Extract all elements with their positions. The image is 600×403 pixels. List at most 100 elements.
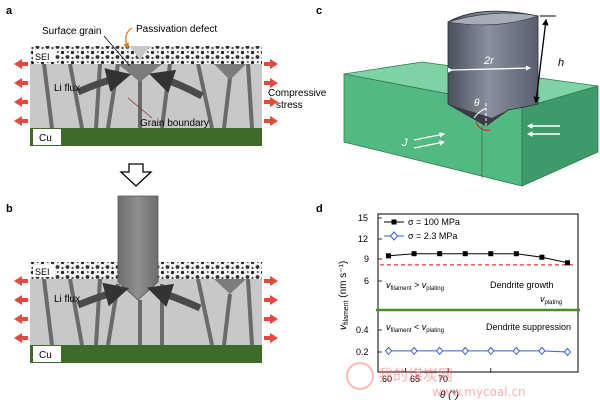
plot-marks [380,251,576,372]
panel-d: d 15 12 9 6 0.4 0.2 60 65 70 [316,203,580,401]
li-flux-arrow-left [76,68,132,96]
ytick-label: 0.4 [356,325,369,335]
cylinder-top [447,12,540,26]
data-point-100mpa [386,253,392,259]
series-line-100mpa [388,253,568,264]
block-side [521,85,599,187]
panel-a-letter: a [6,5,13,17]
ineq-v: v [422,280,427,290]
ytick-label: 12 [358,234,368,244]
panel-a: a Cu SEI Li flux [6,5,327,146]
flux-label: J [401,137,408,149]
cylinder-tip [448,104,508,126]
surface-grain-2 [214,64,246,80]
height-arrow [533,18,549,104]
vplating-sub: plating [545,300,563,306]
watermark-text: 我的煤炭网 [378,366,453,384]
ineq-sub: filament [391,286,412,292]
compressive-label-1: Compressive [268,88,327,99]
ineq-op: > [412,280,422,290]
cu-label: Cu [39,350,52,361]
sei-label-box [33,265,55,277]
cu-label-box [33,346,61,362]
radius-label: 2r [483,55,495,67]
sei-label: SEI [35,267,50,277]
xticks: 60 65 70 [382,374,448,384]
compressive-label-2: stress [276,100,303,111]
y-axis-label-main: v [338,324,349,330]
li-flux-arrow-right [149,69,204,100]
legend-marker [391,219,397,225]
angle-arc [473,107,487,119]
data-point-100mpa [539,254,545,260]
cu-label-box [33,129,61,145]
ineq-sub: plating [426,286,444,292]
y-axis-label-unit: (nm s⁻¹) [338,261,349,301]
ineq-sub: filament [391,328,412,334]
data-point-100mpa [437,251,443,257]
ineq-v: v [386,322,391,332]
stress-arrows-right [264,59,278,126]
angle-marker [475,121,491,131]
li-flux-arrow-left [76,282,130,309]
grain-boundary-label: Grain boundary [140,118,209,129]
passivation-defect [130,46,150,60]
data-point-2-3mpa [512,346,521,356]
surface-grain-leader [103,35,131,67]
plot-frame [377,213,579,373]
series-line-2-3mpa [388,350,568,353]
upper-ytick-marks [378,217,382,282]
xtick-label: 65 [410,374,420,384]
vplating-v: v [540,294,545,304]
legend-label: σ = 2.3 MPa [408,231,457,241]
radius-arrow [447,65,532,73]
legend-marker [389,231,399,241]
data-point-2-3mpa [538,346,546,356]
sei-label: SEI [35,52,50,62]
panel-c-letter: c [316,5,322,17]
suppression-note: Dendrite suppression [486,322,571,332]
sei-label-box [33,50,55,62]
data-point-100mpa [411,251,417,257]
passivation-defect-label: Passivation defect [136,24,217,35]
lower-ytick-marks [378,329,382,353]
x-axis-label: θ (°) [440,390,459,401]
data-point-2-3mpa [487,346,495,356]
cu-layer [30,345,262,363]
ytick-label: 15 [358,213,368,223]
ytick-label: 6 [364,276,369,286]
li-flux-label: Li flux [54,294,80,305]
growth-inequality: vfilament > vplating [386,280,444,292]
cu-layer [30,128,262,146]
grain-boundary-leader [127,97,153,119]
ineq-v: v [386,280,391,290]
xtick-label: 60 [382,374,392,384]
data-point-2-3mpa [563,347,572,357]
passivation-defect-leader [123,27,133,50]
watermark-logo-icon [346,362,374,390]
sei-layer [30,46,262,64]
ytick-label: 9 [364,254,369,264]
ineq-op: < [412,322,422,332]
vplating-label: vplating [540,294,562,306]
lithium-filament [117,195,159,301]
lower-yticks: 0.4 0.2 [356,325,369,357]
li-flux-label: Li flux [54,83,80,94]
surface-grain-label: Surface grain [42,26,101,37]
panel-b-letter: b [6,203,13,215]
cu-label: Cu [39,133,52,144]
data-point-2-3mpa [461,346,469,356]
xtick-label: 70 [438,374,448,384]
panel-d-letter: d [316,203,323,215]
data-point-100mpa [488,251,494,257]
y-axis-label: vfilament (nm s⁻¹) [338,261,350,330]
transition-arrow-icon [119,163,153,187]
stress-arrows-right [264,276,278,343]
angle-label: θ [474,98,480,109]
panel-c: c 2r h θ J [316,5,599,187]
data-point-100mpa [462,251,468,257]
growth-note: Dendrite growth [490,280,554,290]
data-point-100mpa [564,260,570,266]
y-axis-label-sub: filament [343,300,350,325]
